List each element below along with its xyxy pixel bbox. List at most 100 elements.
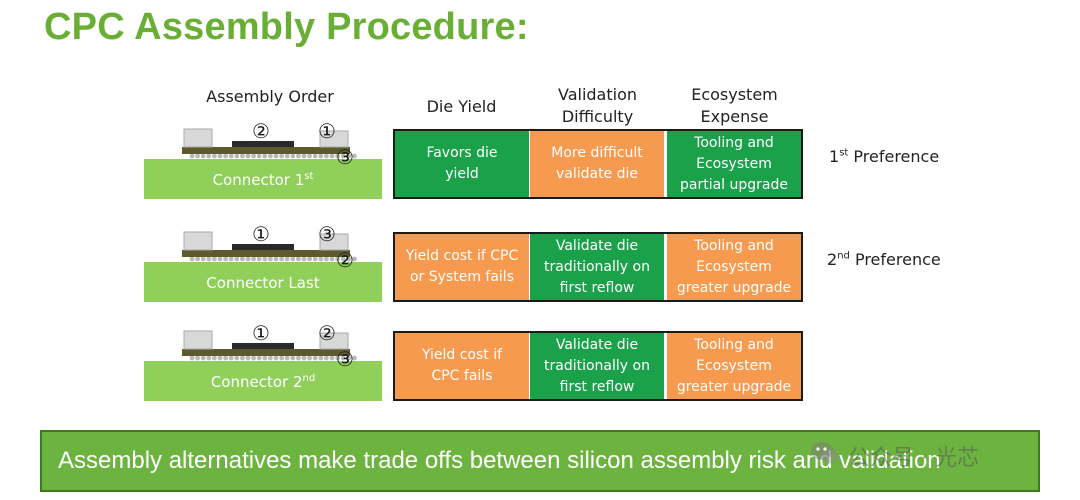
solder-ball — [284, 256, 290, 262]
pcb-board — [144, 262, 382, 302]
solder-ball — [335, 355, 340, 361]
solder-ball — [217, 355, 223, 361]
marker-connector: ① — [318, 119, 336, 143]
page-title: CPC Assembly Procedure: — [44, 6, 529, 48]
preference-label: 2nd Preference — [827, 250, 941, 269]
cell-ecosystem-text: Tooling and Ecosystem greater upgrade — [676, 237, 792, 296]
solder-ball — [262, 153, 268, 159]
cell-die-yield: Yield cost if CPC fails — [395, 333, 529, 399]
substrate — [182, 250, 350, 257]
cell-ecosystem-text: Tooling and Ecosystem greater upgrade — [676, 336, 792, 395]
solder-ball — [340, 153, 346, 159]
solder-ball — [189, 256, 195, 262]
header-assembly-order: Assembly Order — [206, 87, 334, 106]
cell-validation: Validate die traditionally on first refl… — [530, 234, 664, 300]
solder-ball — [189, 153, 195, 159]
solder-ball — [223, 153, 228, 159]
solder-ball — [245, 256, 251, 262]
solder-ball — [352, 153, 357, 159]
solder-ball — [296, 355, 301, 361]
solder-ball — [284, 355, 290, 361]
summary-banner-text: Assembly alternatives make trade offs be… — [58, 447, 941, 474]
solder-ball — [256, 355, 262, 361]
solder-ball — [312, 153, 318, 159]
solder-ball — [307, 256, 312, 262]
solder-ball — [307, 153, 312, 159]
substrate — [182, 349, 350, 356]
solder-ball — [245, 355, 251, 361]
solder-ball — [228, 153, 234, 159]
cell-die-yield-text: Favors die yield — [426, 145, 498, 182]
solder-ball — [240, 355, 245, 361]
solder-ball — [256, 153, 262, 159]
solder-ball — [352, 256, 357, 262]
right-connector — [319, 233, 349, 251]
connector-label: Connector Last — [206, 274, 320, 292]
silicon-die — [232, 141, 294, 147]
pcb-board — [144, 361, 382, 401]
solder-ball — [206, 355, 212, 361]
solder-ball — [324, 355, 329, 361]
solder-ball — [329, 153, 335, 159]
cell-validation-text: More difficult validate die — [551, 145, 643, 182]
cell-die-yield-text: Yield cost if CPC fails — [421, 347, 503, 384]
solder-ball — [268, 256, 273, 262]
cell-ecosystem-text: Tooling and Ecosystem partial upgrade — [679, 134, 788, 193]
solder-ball — [301, 256, 307, 262]
marker-die: ① — [252, 321, 270, 345]
solder-ball — [234, 355, 240, 361]
solder-ball — [318, 153, 324, 159]
left-connector — [183, 128, 213, 148]
solder-ball — [284, 153, 290, 159]
solder-ball — [251, 355, 256, 361]
marker-board: ② — [336, 248, 354, 272]
solder-ball — [262, 256, 268, 262]
solder-ball — [273, 355, 279, 361]
cell-die-yield: Yield cost if CPC or System fails — [395, 234, 529, 300]
solder-ball — [312, 355, 318, 361]
package-svg — [144, 330, 382, 401]
header-ecosystem-expense: Ecosystem Expense — [691, 85, 778, 126]
marker-die: ① — [252, 222, 270, 246]
solder-ball — [273, 153, 279, 159]
solder-ball — [200, 355, 206, 361]
solder-ball — [195, 256, 200, 262]
solder-ball — [346, 256, 352, 262]
right-connector — [319, 130, 349, 148]
cell-die-yield-text: Yield cost if CPC or System fails — [405, 248, 519, 285]
solder-ball — [346, 355, 352, 361]
solder-ball — [200, 153, 206, 159]
marker-board: ③ — [336, 145, 354, 169]
connector-label: Connector 1st — [212, 171, 314, 189]
solder-ball — [318, 355, 324, 361]
package-svg — [144, 231, 382, 302]
pcb-board — [144, 159, 382, 199]
cell-ecosystem: Tooling and Ecosystem greater upgrade — [667, 333, 801, 399]
marker-connector: ③ — [318, 222, 336, 246]
cell-validation: Validate die traditionally on first refl… — [530, 333, 664, 399]
solder-ball — [195, 153, 200, 159]
solder-ball — [234, 153, 240, 159]
silicon-die — [232, 343, 294, 349]
solder-ball — [296, 256, 301, 262]
solder-ball — [340, 355, 346, 361]
cell-validation: More difficult validate die — [530, 131, 664, 197]
solder-ball — [206, 153, 212, 159]
solder-ball — [340, 256, 346, 262]
solder-ball — [212, 256, 217, 262]
solder-ball — [217, 153, 223, 159]
solder-ball — [312, 256, 318, 262]
solder-ball — [273, 256, 279, 262]
watermark: 公众号 · 光芯 — [810, 440, 979, 472]
solder-ball — [240, 256, 245, 262]
summary-banner: Assembly alternatives make trade offs be… — [40, 430, 1040, 492]
row-frame — [393, 331, 803, 401]
solder-ball — [290, 355, 296, 361]
solder-ball — [335, 256, 340, 262]
cell-ecosystem: Tooling and Ecosystem greater upgrade — [667, 234, 801, 300]
solder-ball — [212, 153, 217, 159]
solder-ball — [256, 256, 262, 262]
solder-ball — [262, 355, 268, 361]
solder-ball — [223, 256, 228, 262]
solder-ball — [251, 153, 256, 159]
